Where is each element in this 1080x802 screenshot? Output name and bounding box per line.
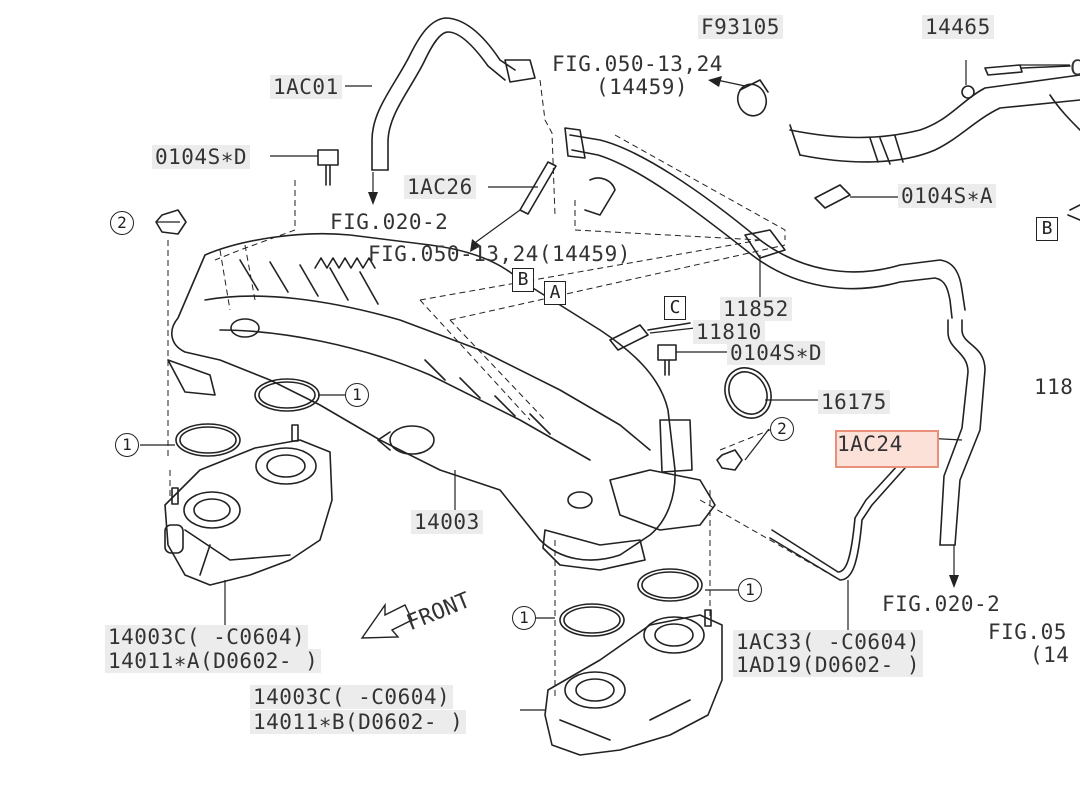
hose-14465 bbox=[789, 74, 1080, 139]
label-edge-118: 118 bbox=[1034, 375, 1074, 399]
label-fig050-top-sub: (14459) bbox=[596, 75, 689, 99]
callout-2-right: 2 bbox=[770, 417, 794, 441]
intake-manifold-14003 bbox=[171, 232, 676, 561]
label-edge-14: (14 bbox=[1030, 643, 1070, 667]
label-14011b: 14011∗B(D0602- ) bbox=[250, 710, 467, 734]
label-14465: 14465 bbox=[922, 15, 994, 39]
nut-2-right bbox=[716, 449, 743, 471]
gasket-left-upper bbox=[254, 378, 320, 412]
label-fig050-mid: FIG.050-13,24(14459) bbox=[368, 242, 631, 266]
callout-2-left: 2 bbox=[110, 211, 134, 235]
front-arrow bbox=[360, 602, 413, 639]
label-edge-fig050: FIG.05 bbox=[988, 620, 1067, 644]
label-14003c-left: 14003C( -C0604) bbox=[105, 625, 309, 649]
ref-box-a: A bbox=[544, 281, 566, 305]
callout-1-left: 1 bbox=[115, 433, 139, 457]
label-edge-c: C bbox=[1070, 56, 1080, 80]
label-14003: 14003 bbox=[411, 510, 483, 534]
part-1ac26 bbox=[519, 161, 557, 215]
gasket-left-lower bbox=[175, 423, 241, 457]
callout-1-right: 1 bbox=[738, 578, 762, 602]
label-f93105: F93105 bbox=[698, 15, 783, 39]
label-1ac01: 1AC01 bbox=[270, 75, 342, 99]
label-11810: 11810 bbox=[693, 320, 765, 344]
throttle-body-bottom bbox=[544, 614, 723, 756]
label-fig020-left: FIG.020-2 bbox=[330, 210, 449, 234]
ref-box-c: C bbox=[664, 296, 686, 320]
label-0104s-a: 0104S∗A bbox=[898, 184, 997, 208]
label-16175: 16175 bbox=[818, 390, 890, 414]
sensor-11810 bbox=[609, 324, 649, 351]
hose-1ac01 bbox=[371, 17, 516, 171]
label-1ac33: 1AC33( -C0604) bbox=[733, 630, 924, 654]
ref-box-b-left: B bbox=[512, 268, 534, 292]
label-1ac26: 1AC26 bbox=[404, 175, 476, 199]
label-1ad19: 1AD19(D0602- ) bbox=[733, 653, 924, 677]
label-14011a: 14011∗A(D0602- ) bbox=[105, 649, 322, 673]
hose-clamp bbox=[736, 83, 768, 117]
throttle-body-left bbox=[164, 439, 333, 586]
gasket-bottom-lower bbox=[559, 603, 625, 637]
gasket-16175 bbox=[724, 367, 772, 419]
bolt-0104s-d-mid bbox=[657, 344, 677, 376]
hose-1ac24 bbox=[954, 319, 986, 546]
pipe-11852 bbox=[569, 134, 966, 311]
label-0104s-d-mid: 0104S∗D bbox=[727, 341, 826, 365]
label-14003c-bottom: 14003C( -C0604) bbox=[250, 685, 454, 709]
callout-1-upper: 1 bbox=[345, 383, 369, 407]
pipe-1ac33 bbox=[769, 467, 906, 581]
ref-box-b-right: B bbox=[1036, 217, 1058, 241]
bolt-0104s-d-top bbox=[317, 149, 339, 186]
label-1ac24: 1AC24 bbox=[835, 430, 939, 468]
gasket-bottom-upper bbox=[637, 568, 703, 602]
label-11852: 11852 bbox=[720, 297, 792, 321]
bolt-0104s-a bbox=[814, 184, 851, 209]
callout-1-bottom: 1 bbox=[512, 606, 536, 630]
label-fig050-top: FIG.050-13,24 bbox=[552, 52, 723, 76]
label-fig020-right: FIG.020-2 bbox=[882, 592, 1001, 616]
label-0104s-d-top: 0104S∗D bbox=[152, 145, 251, 169]
